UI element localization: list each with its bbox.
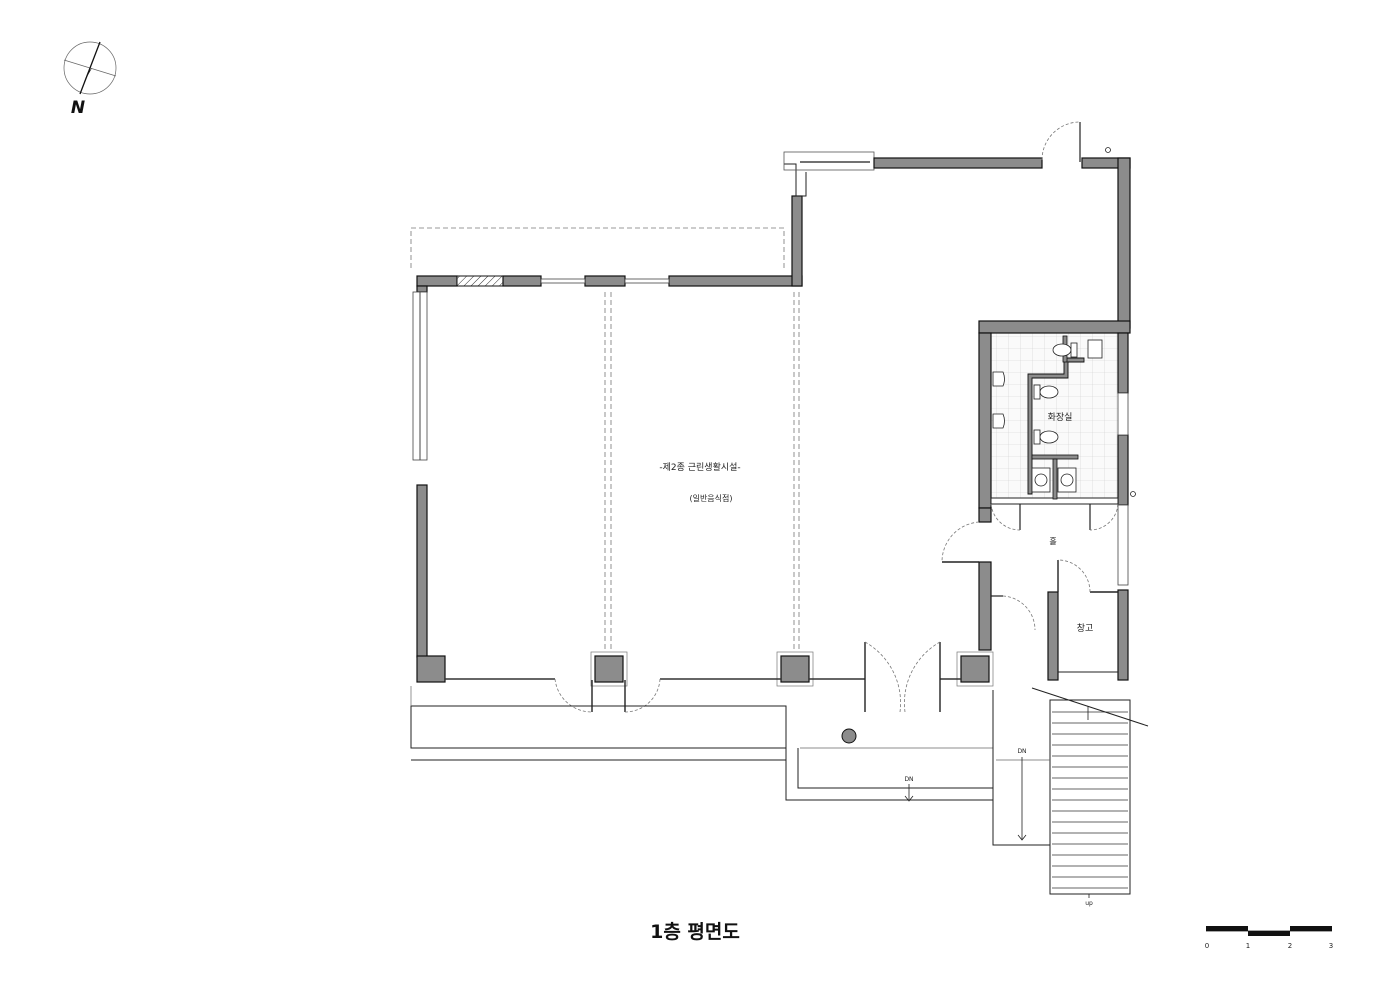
toilet-icon — [1033, 429, 1059, 445]
ramp-dn-label: DN — [904, 776, 913, 783]
storage-label: 창고 — [1077, 623, 1094, 634]
wall-segment — [978, 320, 1131, 334]
north-arrow-circle — [63, 41, 117, 95]
stair-treads — [1052, 711, 1128, 889]
door-swing — [554, 678, 593, 713]
roof-overhang-outline — [410, 227, 785, 268]
window — [540, 278, 586, 284]
wall-segment — [873, 157, 1043, 169]
wall-segment — [416, 275, 458, 287]
entrance-door-swing — [904, 641, 941, 713]
wall-segment — [416, 285, 428, 293]
scale-bar: 0 1 2 3 — [1205, 926, 1333, 950]
column — [416, 655, 446, 683]
stair-break-line — [1031, 687, 1149, 727]
arrow-down-icon — [1017, 834, 1027, 841]
service-core: 홀 창고 — [941, 147, 1136, 681]
north-arrow-needle — [79, 41, 101, 95]
floor-drain-icon — [1087, 339, 1103, 359]
window — [624, 278, 670, 284]
bollard-icon — [841, 728, 857, 744]
wall-segment — [584, 275, 626, 287]
plan-title: 1층 평면도 — [650, 921, 740, 943]
scale-tick-label: 1 — [1246, 942, 1250, 950]
restroom-block: 화장실 — [978, 320, 1131, 531]
wall-segment — [978, 332, 992, 509]
wall-segment — [668, 275, 803, 287]
washbasin-icon — [1031, 467, 1051, 493]
beam-lines — [604, 292, 800, 652]
restroom-label: 화장실 — [1048, 412, 1073, 423]
north-arrow-head-icon — [84, 68, 92, 82]
wall-segment — [1047, 591, 1059, 681]
main-hall-type-label: (일반음식점) — [689, 493, 732, 503]
ramp-dn-marker: DN — [904, 776, 914, 802]
wall-hatched-segment — [456, 275, 504, 287]
staircase: up — [1031, 687, 1149, 907]
arrow-down-icon — [904, 795, 914, 802]
urinal-icon — [992, 371, 1005, 387]
terrace-outline — [410, 686, 993, 801]
side-dn-label: DN — [1017, 748, 1026, 755]
northeast-door — [1041, 121, 1081, 162]
column — [594, 655, 624, 683]
wall-segment — [791, 195, 803, 287]
columns — [416, 651, 994, 687]
door-swing — [624, 678, 661, 713]
wall-segment — [1117, 332, 1129, 394]
scale-tick-label: 3 — [1329, 942, 1333, 950]
scale-tick-label: 2 — [1288, 942, 1292, 950]
stair-up-label: up — [1085, 900, 1093, 907]
wall-segment — [1117, 157, 1131, 329]
main-hall-use-label: -제2종 근린생활시설- — [659, 461, 740, 473]
wall-segment — [502, 275, 542, 287]
south-storefront — [445, 641, 961, 713]
column — [780, 655, 810, 683]
parapet-outline — [783, 151, 875, 171]
north-label: N — [71, 98, 85, 118]
north-arrow: N — [63, 41, 117, 118]
wall-segment — [1117, 589, 1129, 681]
toilet-icon — [1052, 342, 1078, 358]
scale-tick-label: 0 — [1205, 942, 1209, 950]
column — [960, 655, 990, 683]
side-ramp: DN — [992, 690, 1050, 846]
entrance-door-swing — [864, 641, 901, 713]
exterior-walls — [412, 151, 1131, 658]
wall-segment — [978, 507, 992, 523]
toilet-icon — [1033, 384, 1059, 400]
wall-segment — [416, 484, 428, 658]
washbasin-icon — [1057, 467, 1077, 493]
hall-label: 홀 — [1049, 536, 1056, 546]
wall-segment — [1117, 434, 1129, 506]
urinal-icon — [992, 413, 1005, 429]
wall-segment — [978, 561, 992, 651]
